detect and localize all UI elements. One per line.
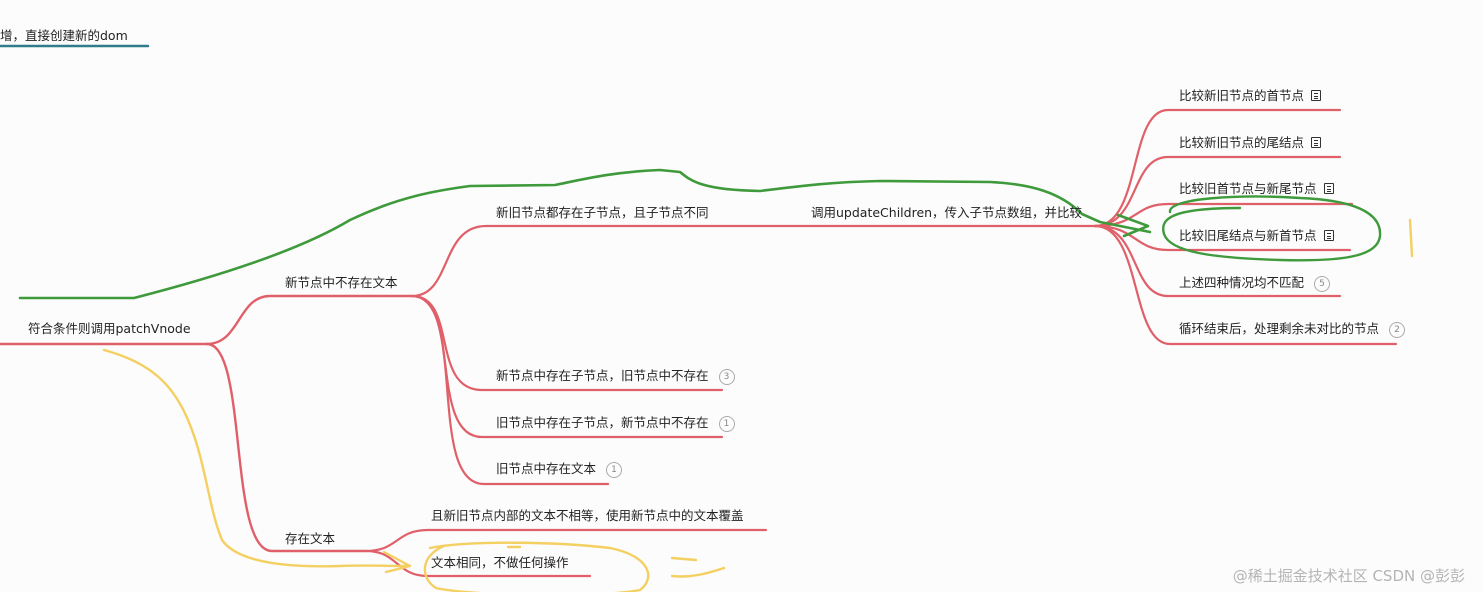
node-compare-tails-label: 比较新旧节点的尾结点 — [1179, 135, 1305, 150]
branch-to-old-head-new-tail — [1093, 202, 1354, 228]
node-old-head-new-tail-label: 比较旧首节点与新尾节点 — [1179, 181, 1317, 196]
node-old-head-new-tail[interactable]: 比较旧首节点与新尾节点 — [1179, 181, 1334, 197]
node-compare-tails[interactable]: 比较新旧节点的尾结点 — [1179, 135, 1322, 151]
node-text-same[interactable]: 文本相同，不做任何操作 — [431, 555, 569, 570]
node-no-text[interactable]: 新节点中不存在文本 — [285, 275, 398, 290]
branch-to-no-match — [1093, 224, 1342, 298]
node-old-children-only[interactable]: 旧节点中存在子节点，新节点中不存在 1 — [496, 415, 735, 432]
child-count-badge[interactable]: 1 — [606, 462, 623, 478]
node-compare-heads-label: 比较新旧节点的首节点 — [1179, 88, 1305, 103]
yellow-arrow-annotation — [102, 348, 412, 574]
green-circle-annotation — [1162, 195, 1382, 262]
node-top-partial[interactable]: 增，直接创建新的dom — [0, 28, 128, 43]
child-count-badge[interactable]: 1 — [718, 416, 735, 432]
branch-to-no-text — [205, 294, 414, 346]
branch-to-compare-heads — [1093, 108, 1342, 228]
branch-to-text-differs — [364, 528, 768, 553]
note-icon[interactable] — [1323, 183, 1334, 194]
yellow-ellipse-annotation — [423, 541, 650, 592]
node-old-tail-new-head[interactable]: 比较旧尾结点与新首节点 — [1179, 228, 1334, 244]
child-count-badge[interactable]: 5 — [1314, 276, 1331, 292]
node-both-children[interactable]: 新旧节点都存在子节点，且子节点不同 — [496, 205, 709, 220]
green-arrow-annotation — [18, 168, 1152, 300]
child-count-badge[interactable]: 2 — [1389, 322, 1406, 338]
branch-to-old-text — [410, 294, 610, 486]
node-loop-end-label: 循环结束后，处理剩余未对比的节点 — [1179, 321, 1380, 336]
node-old-tail-new-head-label: 比较旧尾结点与新首节点 — [1179, 228, 1317, 243]
watermark: @稀土掘金技术社区 CSDN @彭彭 — [1232, 567, 1465, 585]
node-patch-vnode[interactable]: 符合条件则调用patchVnode — [28, 321, 191, 336]
node-no-match-label: 上述四种情况均不匹配 — [1179, 275, 1305, 290]
node-update-children[interactable]: 调用updateChildren，传入子节点数组，并比较 — [811, 205, 1083, 220]
node-compare-heads[interactable]: 比较新旧节点的首节点 — [1179, 88, 1322, 104]
node-new-children-only[interactable]: 新节点中存在子节点，旧节点中不存在 3 — [496, 368, 735, 385]
branch-to-both-children — [410, 224, 1097, 298]
branch-to-old-tail-new-head — [1093, 224, 1352, 252]
yellow-tick-annotation — [1408, 218, 1414, 258]
yellow-mark-annotation — [670, 556, 726, 578]
child-count-badge[interactable]: 3 — [718, 369, 735, 385]
node-text-differs[interactable]: 且新旧节点内部的文本不相等，使用新节点中的文本覆盖 — [431, 508, 744, 523]
node-old-text-label: 旧节点中存在文本 — [496, 461, 597, 476]
node-new-children-only-label: 新节点中存在子节点，旧节点中不存在 — [496, 368, 709, 383]
note-icon[interactable] — [1311, 90, 1322, 101]
node-old-children-only-label: 旧节点中存在子节点，新节点中不存在 — [496, 415, 709, 430]
node-has-text[interactable]: 存在文本 — [285, 531, 336, 546]
node-no-match[interactable]: 上述四种情况均不匹配 5 — [1179, 275, 1331, 292]
note-icon[interactable] — [1311, 137, 1322, 148]
node-old-text[interactable]: 旧节点中存在文本 1 — [496, 461, 623, 478]
branch-to-loop-end — [1093, 224, 1398, 346]
node-loop-end[interactable]: 循环结束后，处理剩余未对比的节点 2 — [1179, 321, 1406, 338]
branch-to-has-text — [205, 342, 368, 553]
note-icon[interactable] — [1323, 230, 1334, 241]
